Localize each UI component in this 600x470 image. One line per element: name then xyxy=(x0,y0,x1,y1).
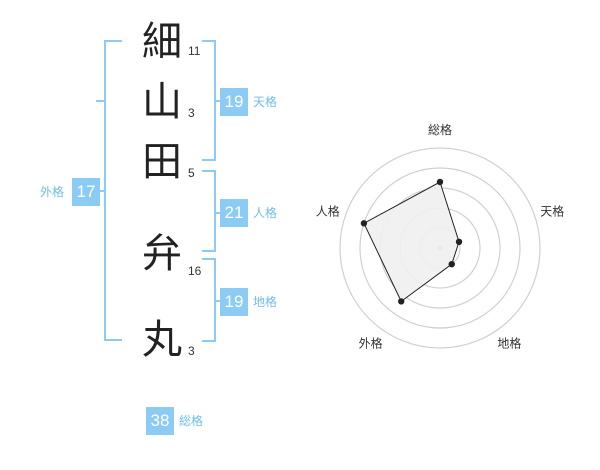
stroke-count-3: 5 xyxy=(188,166,195,180)
stroke-count-5: 3 xyxy=(188,344,195,358)
stroke-count-1: 11 xyxy=(188,44,201,58)
soukaku-value: 38 xyxy=(146,407,174,435)
jinkaku-label: 人格 xyxy=(253,206,278,220)
radar-point-5 xyxy=(360,220,368,227)
radar-axis-label-4: 外格 xyxy=(359,335,383,350)
chikaku-bracket-tick xyxy=(214,300,220,302)
radar-grid-ring xyxy=(339,147,541,349)
radar-point-4 xyxy=(398,298,405,305)
name-char-5: 丸 xyxy=(142,317,182,363)
gaikaku-value: 17 xyxy=(72,178,100,206)
stroke-count-4: 16 xyxy=(188,264,202,278)
jinkaku-value: 21 xyxy=(220,199,248,227)
stroke-count-2: 3 xyxy=(188,106,195,120)
name-char-1: 細 xyxy=(142,19,182,65)
radar-point-3 xyxy=(448,260,455,268)
chikaku-value: 19 xyxy=(220,288,248,316)
jinkaku-bracket-tick xyxy=(214,212,220,214)
name-char-3: 田 xyxy=(142,139,182,185)
radar-axis-label-1: 総格 xyxy=(428,122,452,137)
radar-data-polygon xyxy=(363,181,460,303)
radar-grid-ring xyxy=(359,167,521,329)
radar-point-2 xyxy=(455,238,463,246)
jinkaku-bracket xyxy=(202,170,216,252)
radar-axis-label-5: 人格 xyxy=(316,204,340,219)
name-char-2: 山 xyxy=(142,79,182,125)
tenkaku-bracket-tick xyxy=(214,100,220,102)
gaikaku-bracket-tick xyxy=(96,190,106,192)
tenkaku-value: 19 xyxy=(220,88,248,116)
soukaku-label: 総格 xyxy=(179,414,204,428)
name-char-4: 弁 xyxy=(142,231,182,277)
radar-point-1 xyxy=(436,178,444,186)
radar-axis-label-3: 地格 xyxy=(497,335,521,350)
gaikaku-label: 外格 xyxy=(40,185,65,199)
radar-axis-label-2: 天格 xyxy=(540,204,564,219)
gaikaku-bracket xyxy=(104,40,122,341)
chikaku-label: 地格 xyxy=(253,295,278,309)
gaikaku-bracket-tick xyxy=(96,100,106,102)
tenkaku-label: 天格 xyxy=(253,95,278,109)
